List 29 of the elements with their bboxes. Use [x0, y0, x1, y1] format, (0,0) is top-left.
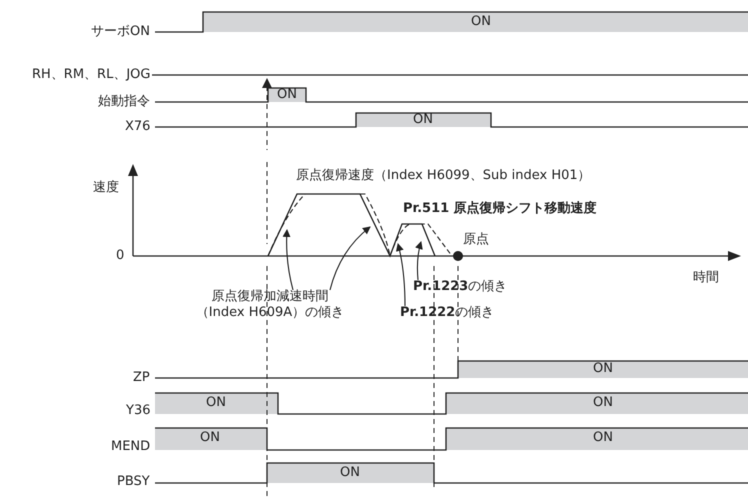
axis-label: 時間 [693, 270, 719, 286]
state-label: ON [413, 112, 433, 128]
leader-arrow [415, 241, 423, 280]
signal-name: PBSY [117, 474, 150, 490]
annotation: Pr.1223の傾き [413, 279, 508, 295]
state-label: ON [593, 430, 613, 446]
annotation: 原点 [463, 232, 489, 248]
state-label: ON [277, 87, 297, 103]
axis-label: 0 [116, 248, 124, 264]
annotation: Pr.1222の傾き [400, 305, 494, 321]
signal-name: ZP [133, 370, 150, 386]
signal-name: X76 [125, 119, 150, 135]
signal-name: サーボON [91, 24, 150, 40]
signal-name: Y36 [126, 403, 150, 419]
signal-name: 始動指令 [98, 94, 150, 110]
state-label: ON [206, 395, 226, 411]
leader-arrow [329, 226, 371, 290]
leader-arrow [396, 243, 406, 306]
annotation: Pr.511 原点復帰シフト移動速度 [403, 201, 597, 217]
leader-arrow [282, 229, 294, 290]
signal-name: MEND [111, 439, 150, 455]
annotation: 原点復帰速度（Index H6099、Sub index H01） [296, 168, 591, 184]
state-label: ON [340, 465, 360, 481]
state-label: ON [593, 395, 613, 411]
state-label: ON [593, 361, 613, 377]
state-label: ON [471, 14, 491, 30]
state-label: ON [200, 430, 220, 446]
signal-name: RH、RM、RL、JOG [32, 67, 150, 83]
axis-label: 速度 [93, 180, 119, 196]
